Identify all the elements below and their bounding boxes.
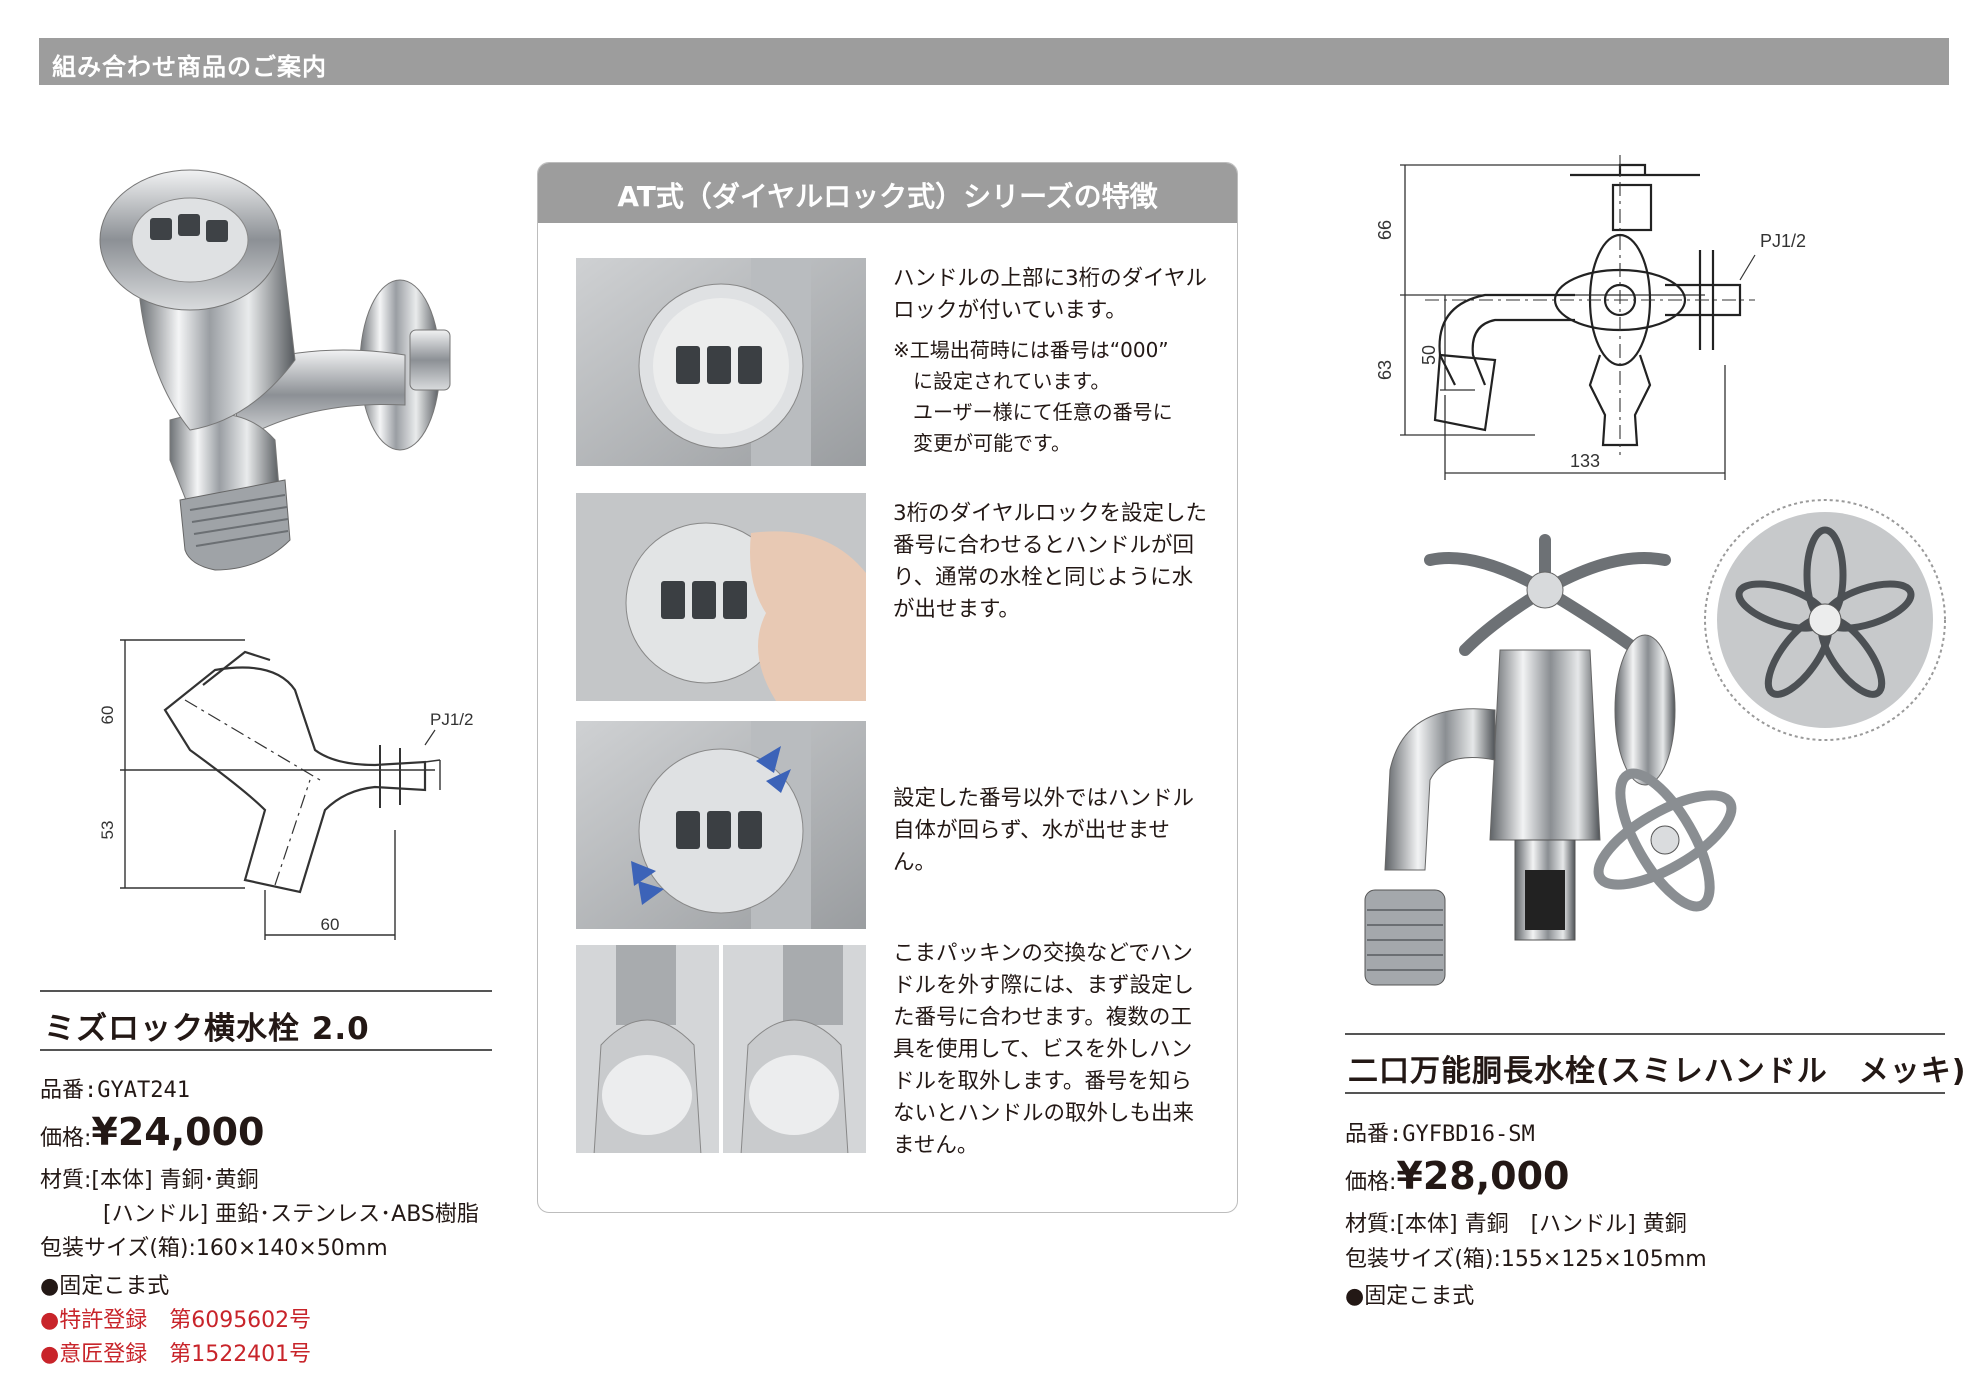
left-dim-height-top: 60 [98,706,117,725]
left-material-1: 材質:[本体] 青銅･黄銅 [40,1168,259,1193]
right-dim-thread: PJ1/2 [1760,231,1806,251]
right-dim-height-spout: 50 [1419,345,1439,365]
flower-handle-detail-photo [1700,495,1950,745]
feature-photo-locked-dial [576,721,866,929]
right-package-size: 包装サイズ(箱):155×125×105mm [1345,1247,1707,1272]
feature-item-1: ハンドルの上部に3桁のダイヤルロックが付いています。 ※工場出荷時には番号は“0… [893,263,1211,459]
left-patent: ●特許登録 第6095602号 [40,1308,312,1333]
left-feature: ●固定こま式 [40,1274,170,1299]
left-dim-height-bottom: 53 [98,821,117,840]
left-name-rule-bottom [40,1049,492,1051]
right-product-name: 二口万能胴長水栓(スミレハンドル メッキ) [1348,1054,1967,1089]
feature-item-2-text: 3桁のダイヤルロックを設定した番号に合わせるとハンドルが回り、通常の水栓と同じよ… [893,501,1208,622]
left-product-name: ミズロック横水栓 2.0 [44,1011,370,1047]
feature-panel-header [538,163,1237,223]
left-design-registration: ●意匠登録 第1522401号 [40,1342,312,1367]
right-price: ¥28,000 [1396,1154,1570,1198]
feature-photo-handle-side [723,945,866,1153]
feature-item-1-note-1: ※工場出荷時には番号は“000” [893,338,1169,362]
feature-item-4-text: こまパッキンの交換などでハンドルを外す際には、まず設定した番号に合わせます。複数… [893,941,1195,1158]
feature-photo-handle-front [576,945,719,1153]
feature-item-3-text: 設定した番号以外ではハンドル自体が回らず、水が出せません。 [893,786,1195,875]
feature-item-1-text: ハンドルの上部に3桁のダイヤルロックが付いています。 [893,266,1208,323]
left-part-number: 品番:GYAT241 [40,1078,190,1103]
feature-item-1-note-3: ユーザー様にて任意の番号に [913,400,1173,424]
right-dim-width: 133 [1570,451,1600,471]
left-dimension-drawing: 60 53 60 PJ1/2 [95,630,505,950]
right-dim-height-total: 63 [1375,360,1395,380]
feature-item-1-note-2: に設定されています。 [913,369,1111,393]
left-dim-thread: PJ1/2 [430,710,473,729]
right-product-photo [1345,510,1765,1000]
feature-panel-title: AT式（ダイヤルロック式）シリーズの特徴 [617,180,1158,213]
right-dim-height-top: 66 [1375,220,1395,240]
feature-panel: AT式（ダイヤルロック式）シリーズの特徴 ハンドルの上部に3桁のダイヤルロックが… [537,162,1238,1213]
left-price: ¥24,000 [91,1110,265,1154]
right-name-rule-top [1345,1033,1945,1035]
feature-photo-hand-dial [576,493,866,701]
right-price-label: 価格: [1345,1170,1397,1195]
right-name-rule-bottom [1345,1092,1945,1094]
left-dim-width: 60 [321,915,340,934]
left-name-rule-top [40,990,492,992]
left-package-size: 包装サイズ(箱):160×140×50mm [40,1236,388,1261]
right-price-row: 価格: ¥28,000 [1345,1154,1570,1199]
left-price-label: 価格: [40,1126,92,1151]
section-header-bar [39,38,1949,85]
right-feature: ●固定こま式 [1345,1284,1475,1309]
left-price-row: 価格: ¥24,000 [40,1110,265,1155]
right-dimension-drawing: 66 63 50 133 PJ1/2 [1345,155,1885,495]
left-material-2: [ハンドル] 亜鉛･ステンレス･ABS樹脂 [103,1202,479,1227]
left-product-photo [50,140,490,600]
section-title: 組み合わせ商品のご案内 [52,53,327,81]
feature-photo-dial [576,258,866,466]
feature-item-1-note-4: 変更が可能です。 [913,431,1071,455]
right-part-number: 品番:GYFBD16-SM [1345,1122,1535,1147]
right-material: 材質:[本体] 青銅 [ハンドル] 黄銅 [1345,1212,1687,1237]
